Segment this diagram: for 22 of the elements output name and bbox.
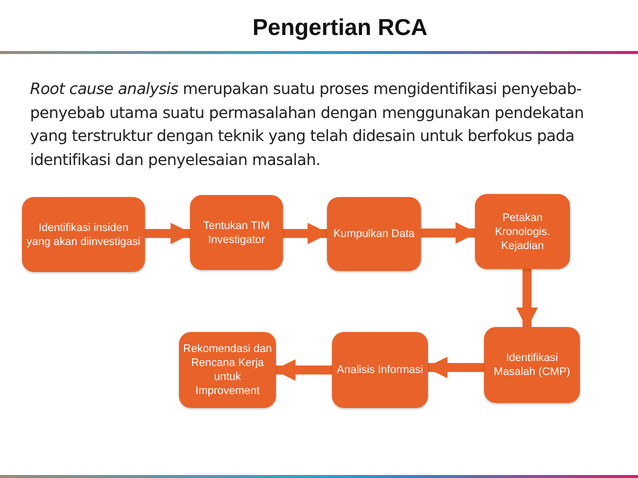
step-label: Identifikasi insiden yang akan diinvestigasi	[26, 220, 142, 248]
block-arrow	[426, 356, 484, 378]
step-label: Rekomendasi dan Rencana Kerja untuk Improvement	[182, 342, 273, 398]
process-box	[179, 332, 276, 408]
process-box	[484, 327, 580, 403]
step-label: Petakan Kronologis. Kejadian	[494, 210, 552, 252]
process-box	[332, 332, 428, 408]
step-label: Identifikasi Masalah (CMP)	[492, 351, 572, 379]
process-box	[475, 194, 570, 269]
block-arrow	[421, 222, 478, 244]
step-label: Tentukan TIM Investigator	[202, 218, 271, 246]
block-arrow	[145, 222, 192, 244]
process-box	[22, 197, 145, 272]
block-arrow	[516, 269, 538, 330]
step-label: Analisis Informasi	[336, 363, 424, 377]
block-arrow	[283, 222, 330, 244]
block-arrow	[274, 359, 332, 381]
step-label: Kumpulkan Data	[332, 227, 416, 241]
process-box	[327, 197, 421, 271]
definition-paragraph: Root cause analysis merupakan suatu proses mengidentifikasi penyebab-penyebab utama suatu permasalahan dengan menggunakan pendekatan yang terstruktur dengan teknik yang telah didesain untuk berfokus pada identifikasi dan penyelesaian masalah.	[30, 79, 585, 170]
process-box	[190, 195, 283, 270]
slide-title: Pengertian RCA	[251, 14, 429, 41]
